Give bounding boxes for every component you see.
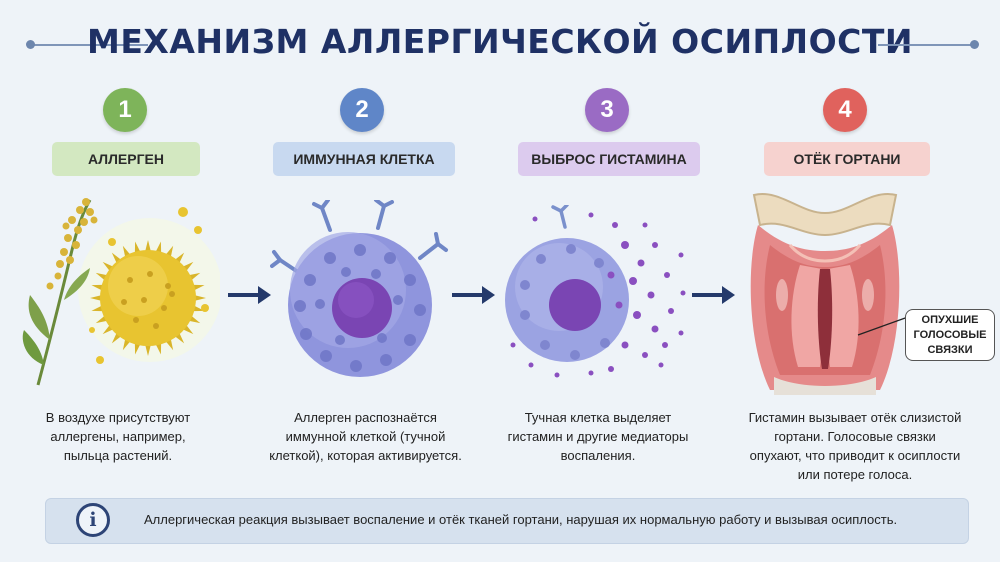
step-label: ИММУННАЯ КЛЕТКА [273, 142, 455, 176]
title-rule-right [878, 44, 974, 46]
info-text: Аллергическая реакция вызывает воспалени… [144, 512, 898, 527]
arrow-right-icon [452, 286, 495, 304]
pollen-illustration [22, 198, 220, 386]
step-4-description: Гистамин вызывает отёк слизистой гортани… [748, 410, 962, 482]
title-dot-left [26, 40, 35, 49]
title-row: МЕХАНИЗМ АЛЛЕРГИЧЕСКОЙ ОСИПЛОСТИ [0, 18, 1000, 74]
arrow-right-icon [228, 286, 271, 304]
info-bar: i Аллергическая реакция вызывает воспале… [45, 498, 969, 544]
page-title: МЕХАНИЗМ АЛЛЕРГИЧЕСКОЙ ОСИПЛОСТИ [87, 22, 913, 61]
info-icon: i [76, 503, 110, 537]
step-number-badge: 1 [103, 88, 147, 132]
swollen-vocal-cords-callout: ОПУХШИЕ ГОЛОСОВЫЕ СВЯЗКИ [905, 309, 995, 361]
step-number-badge: 3 [585, 88, 629, 132]
step-number-badge: 2 [340, 88, 384, 132]
step-label: АЛЛЕРГЕН [52, 142, 200, 176]
step-3-description: Тучная клетка выделяет гистамин и другие… [507, 410, 689, 463]
step-1-description: В воздухе присутствуют аллергены, наприм… [45, 410, 191, 463]
step-number-badge: 4 [823, 88, 867, 132]
title-dot-right [970, 40, 979, 49]
histamine-release-illustration [505, 205, 686, 378]
step-label: ОТЁК ГОРТАНИ [764, 142, 930, 176]
larynx-illustration [750, 193, 909, 395]
mast-cell-illustration [270, 200, 448, 377]
step-2-description: Аллерген распознаётся иммунной клеткой (… [269, 410, 462, 463]
title-rule-left [30, 44, 148, 46]
step-label: ВЫБРОС ГИСТАМИНА [518, 142, 700, 176]
arrow-right-icon [692, 286, 735, 304]
